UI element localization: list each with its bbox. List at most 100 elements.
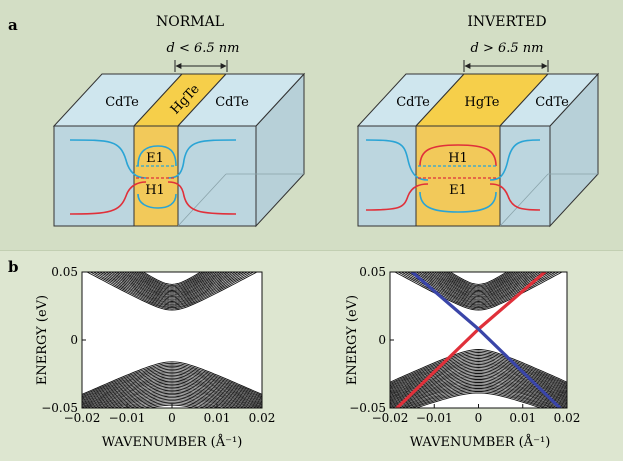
conduction-subband [445, 272, 512, 288]
valence-subband [390, 358, 567, 390]
inverted-lower-band-label: E1 [449, 183, 467, 198]
inverted-front-hgte [415, 125, 501, 227]
conduction-subband [449, 272, 508, 285]
inverted-title: INVERTED [467, 14, 546, 30]
normal-y-axis-label: ENERGY (eV) [35, 295, 50, 385]
valence-subband [407, 389, 550, 408]
x-tick-label: −0.01 [109, 411, 146, 425]
valence-subband [116, 394, 228, 408]
valence-subband [133, 400, 211, 408]
inverted-center-material: HgTe [464, 95, 499, 110]
conduction-subband [92, 272, 252, 309]
normal-e1-right [167, 139, 237, 179]
conduction-subband [415, 272, 542, 302]
valence-subband [414, 392, 543, 408]
conduction-subband [442, 272, 515, 289]
inverted-e1-well [419, 191, 497, 213]
valence-subband [82, 364, 262, 398]
conduction-subband [118, 272, 226, 298]
y-tick-label: 0.05 [51, 265, 78, 279]
valence-subband [82, 371, 262, 404]
inverted-hidden-edge [499, 173, 549, 227]
valence-subband [82, 374, 262, 406]
valence-subband [106, 389, 238, 408]
inverted-diagram: INVERTED d > 6.5 nm CdTe HgTe CdTe [356, 14, 600, 228]
conduction-subband [95, 272, 249, 307]
inverted-e1-left [365, 139, 429, 181]
valence-subband [82, 370, 262, 403]
conduction-subband [438, 272, 519, 291]
normal-right-material: CdTe [215, 95, 249, 110]
valence-subband [120, 395, 224, 408]
normal-x-axis-label: WAVENUMBER (Å⁻¹) [102, 434, 243, 450]
inverted-h1-left [365, 183, 429, 211]
conduction-subband [140, 272, 204, 287]
conduction-subband [98, 272, 246, 306]
valence-subband [390, 381, 567, 408]
valence-subband [390, 371, 567, 401]
conduction-subband [135, 272, 209, 289]
normal-h1-well [137, 193, 177, 209]
normal-lower-band-label: H1 [145, 183, 165, 198]
conduction-subband [107, 272, 237, 302]
valence-subband [390, 361, 567, 393]
valence-subband [393, 383, 564, 408]
conduction-subband [440, 272, 517, 290]
x-tick-label: 0.01 [204, 411, 231, 425]
valence-subband [390, 380, 567, 408]
valence-subband [390, 356, 567, 389]
conduction-subband [123, 272, 221, 295]
panel-b-label: b [8, 258, 19, 276]
valence-subband [82, 376, 262, 408]
conduction-subband [447, 272, 510, 287]
inverted-e1-right [489, 139, 541, 181]
valence-subband [390, 375, 567, 405]
valence-subband [390, 374, 567, 404]
valence-subband [82, 377, 262, 408]
normal-thickness-label: d < 6.5 nm [167, 41, 240, 56]
valence-subband [390, 364, 567, 395]
valence-subband [390, 365, 567, 397]
valence-subband [113, 392, 231, 408]
normal-e1-left [69, 139, 147, 179]
conduction-subband [435, 272, 522, 293]
valence-subband [86, 380, 258, 408]
conduction-subband [433, 272, 524, 294]
valence-subband [83, 379, 261, 408]
valence-subband [390, 362, 567, 394]
normal-e1-well [137, 145, 177, 167]
valence-subband [390, 378, 567, 407]
conduction-subband [420, 272, 537, 300]
conduction-subband [137, 272, 207, 288]
conduction-subband [113, 272, 231, 300]
conduction-subband [423, 272, 534, 299]
conduction-subband [121, 272, 223, 296]
valence-subband [82, 368, 262, 401]
valence-subband [403, 387, 554, 408]
conduction-subband [426, 272, 531, 298]
normal-front-hgte [133, 125, 179, 227]
valence-subband [82, 361, 262, 395]
valence-subband [390, 359, 567, 392]
valence-subband [99, 386, 245, 408]
valence-subband [390, 352, 567, 386]
conduction-subband [128, 272, 216, 293]
edge-state-blue [410, 272, 563, 408]
normal-upper-band-label: E1 [146, 151, 164, 166]
x-tick-label: 0.01 [509, 411, 536, 425]
conduction-subband [89, 272, 255, 310]
normal-front-left [53, 125, 135, 227]
normal-h1-left [69, 181, 147, 215]
conduction-subband [101, 272, 243, 305]
inverted-y-axis-label: ENERGY (eV) [345, 295, 360, 385]
conduction-subband [130, 272, 214, 291]
normal-front-right [177, 125, 257, 227]
normal-diagram: NORMAL d < 6.5 nm CdTe HgTe CdTe [52, 14, 306, 228]
valence-subband [124, 397, 220, 408]
valence-subband [410, 390, 547, 408]
inverted-right-material: CdTe [535, 95, 569, 110]
valence-subband [137, 401, 207, 408]
